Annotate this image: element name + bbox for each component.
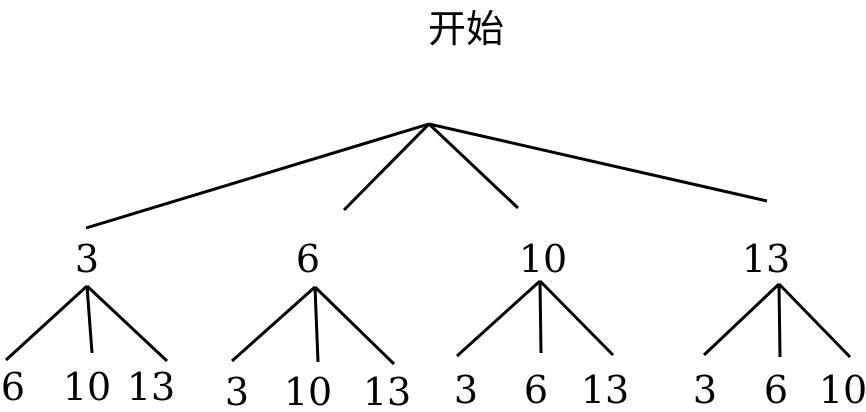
leaf-2-2-label: 10 (284, 370, 332, 412)
edge-1-3 (85, 284, 169, 363)
edge-4-3 (777, 282, 852, 359)
edge-1-1 (4, 284, 89, 362)
leaf-4-2-label: 6 (764, 368, 788, 412)
level1-node-2-label: 6 (296, 237, 320, 281)
leaf-1-2-label: 10 (63, 365, 111, 409)
leaf-2-3-label: 13 (363, 370, 411, 412)
root-edge-3 (427, 122, 520, 210)
root-edge-4 (428, 122, 768, 203)
root-node-label: 开始 (428, 7, 504, 51)
level1-node-4-label: 13 (742, 237, 790, 281)
leaf-1-1-label: 6 (1, 365, 25, 409)
level1-node-3-label: 10 (519, 237, 567, 281)
edge-2-2 (313, 286, 320, 363)
leaf-3-1-label: 3 (454, 368, 478, 412)
edge-4-1 (702, 282, 781, 357)
leaf-3-2-label: 6 (524, 368, 548, 412)
leaf-1-3-label: 13 (127, 365, 175, 409)
edge-3-2 (538, 280, 543, 354)
root-edge-2 (342, 122, 431, 212)
edge-3-1 (455, 279, 542, 358)
leaf-3-3-label: 13 (581, 368, 629, 412)
edge-2-1 (231, 285, 316, 363)
edge-4-2 (777, 283, 782, 358)
edge-2-3 (313, 285, 396, 366)
root-edge-1 (85, 122, 430, 230)
edge-1-2 (85, 285, 94, 354)
leaf-2-1-label: 3 (225, 370, 249, 412)
edge-3-3 (538, 279, 615, 357)
leaf-4-3-label: 10 (819, 368, 866, 412)
leaf-4-1-label: 3 (693, 368, 717, 412)
level1-node-1-label: 3 (75, 237, 99, 281)
tree-edges (4, 122, 852, 366)
